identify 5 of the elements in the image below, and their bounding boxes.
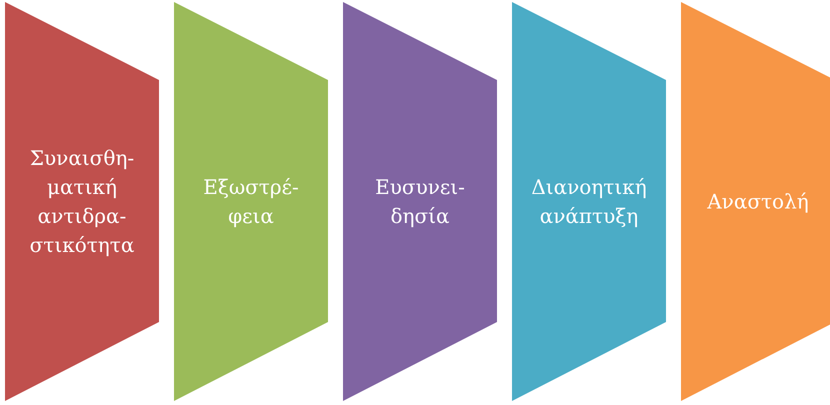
- shape-label: Διανοητική ανάπτυξη: [531, 174, 647, 230]
- shape-label: Ευσυνει- δησία: [375, 174, 465, 230]
- shape-label: Αναστολή: [707, 188, 809, 215]
- shape-label: Συναισθη- ματική αντιδρα- στικότητα: [30, 144, 134, 258]
- shape-label: Εξωστρέ- φεια: [203, 174, 299, 230]
